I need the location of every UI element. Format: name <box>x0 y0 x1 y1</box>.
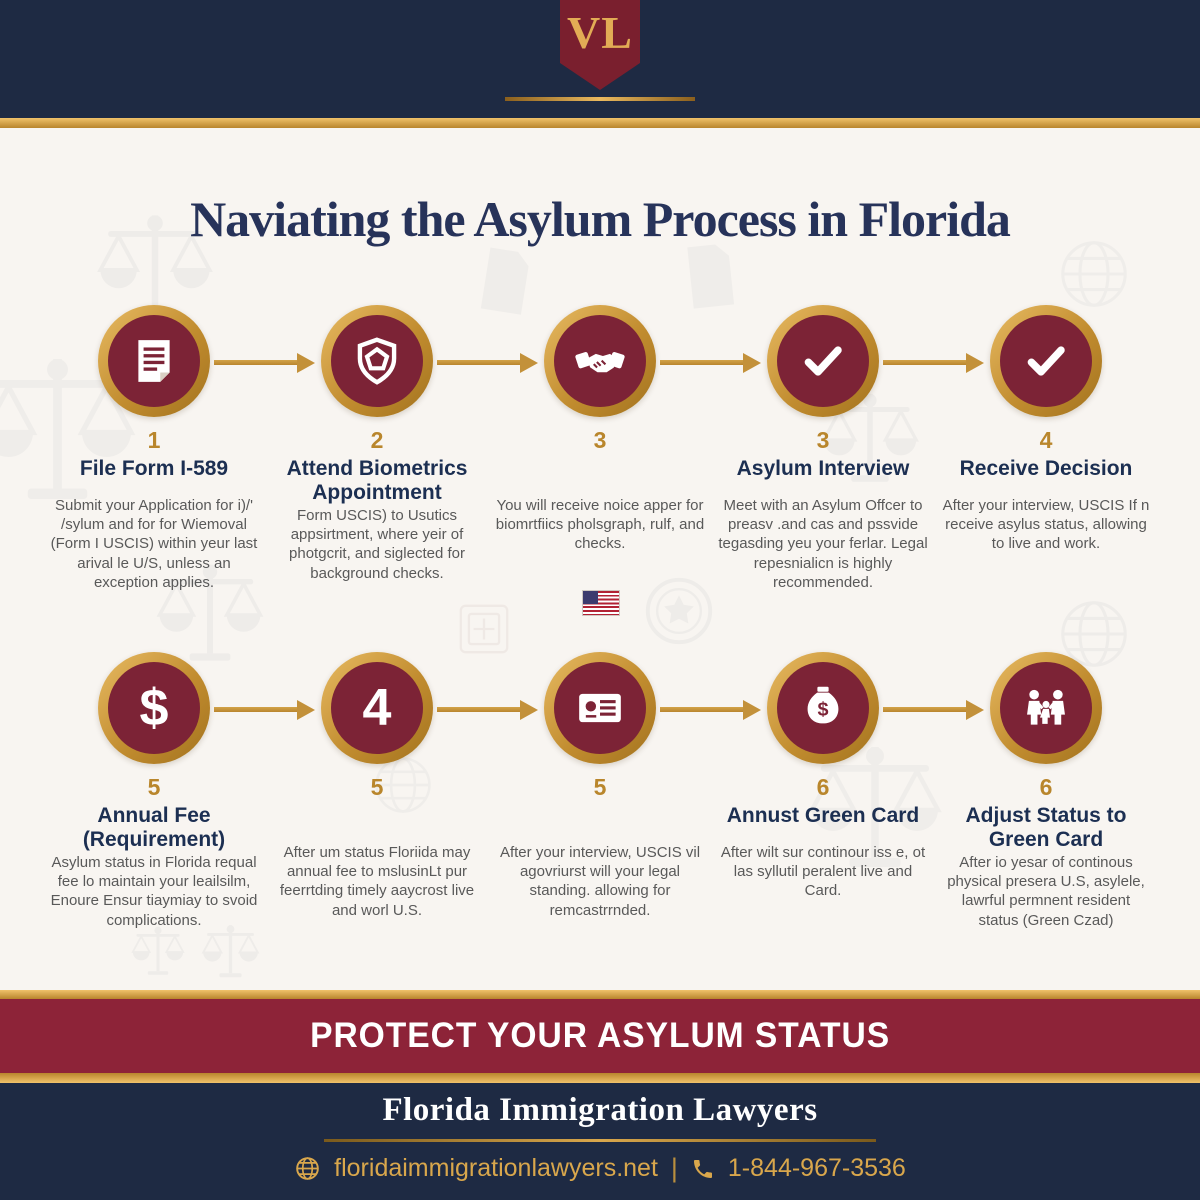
step-description: After your interview, USCIS vil agovriur… <box>499 844 701 919</box>
header-gold-divider <box>505 97 695 101</box>
step-annual-green-card: $ 6 Annust Green Card After wilt sur con… <box>717 652 929 901</box>
numeral-4-icon: 4 <box>362 679 392 737</box>
cta-banner-text: PROTECT YOUR ASYLUM STATUS <box>309 1016 890 1055</box>
header-gold-edge <box>0 118 1200 128</box>
step-circle <box>544 305 656 417</box>
step-description: After wilt sur continour iss e, ot las s… <box>720 844 926 900</box>
footer-bar: Florida Immigration Lawyers floridaimmig… <box>0 1083 1200 1200</box>
document-icon <box>138 340 170 382</box>
phone-icon <box>693 1159 712 1178</box>
contact-row: floridaimmigrationlawyers.net | 1-844-96… <box>0 1153 1200 1184</box>
banner-gold-edge <box>0 1073 1200 1083</box>
checkmark-icon <box>804 346 842 376</box>
step-description: Submit your Application for i)/' /sylum … <box>50 497 258 591</box>
handshake-icon <box>575 351 625 373</box>
step-number: 1 <box>147 427 161 453</box>
id-card-icon <box>579 693 621 723</box>
money-bag-icon: $ <box>807 686 839 724</box>
step-title: Receive Decision <box>959 457 1133 480</box>
svg-text:$: $ <box>817 699 828 721</box>
flow-arrow-icon <box>437 699 538 720</box>
us-flag-icon <box>583 591 619 615</box>
page-title: Naviating the Asylum Process in Florida <box>190 190 1011 247</box>
scales-of-justice-watermark-icon <box>128 922 188 982</box>
step-circle <box>98 305 210 417</box>
step-circle: $ <box>98 652 210 764</box>
family-icon <box>1027 689 1065 725</box>
step-description: Asylum status in Florida requal fee lo m… <box>50 854 258 929</box>
banner-gold-edge <box>0 990 1200 999</box>
step-number: 3 <box>593 427 607 453</box>
dollar-icon: $ <box>139 679 169 737</box>
step-annual-fee: $ 5 Annual Fee (Requirement) Asylum stat… <box>48 652 260 930</box>
step-number: 5 <box>370 774 384 800</box>
step-title: File Form I-589 <box>79 457 229 480</box>
step-circle <box>990 305 1102 417</box>
globe-icon <box>296 1157 319 1180</box>
footer-gold-divider <box>324 1139 876 1142</box>
step-number: 4 <box>1039 427 1053 453</box>
website-link[interactable]: floridaimmigrationlawyers.net <box>334 1154 658 1182</box>
step-file-form-i589: 1 File Form I-589 Submit your Applicatio… <box>48 305 260 592</box>
step-number: 3 <box>816 427 830 453</box>
company-name: Florida Immigration Lawyers <box>382 1092 818 1128</box>
step-circle <box>990 652 1102 764</box>
step-number: 6 <box>816 774 830 800</box>
flow-arrow-icon <box>437 352 538 373</box>
stamp-watermark-icon <box>455 598 513 660</box>
step-description: You will receive noice apper for biomrtf… <box>495 497 705 553</box>
step-title: Annust Green Card <box>726 804 920 827</box>
step-description: After um status Floriida may annual fee … <box>279 844 475 919</box>
step-description: After your interview, USCIS If n receive… <box>942 497 1150 553</box>
step-circle <box>321 305 433 417</box>
badge-icon <box>357 337 397 385</box>
step-biometrics-appointment: 2 Attend Biometrics Appointment Form USC… <box>271 305 483 583</box>
flow-arrow-icon <box>883 352 984 373</box>
step-description: Meet with an Asylum Offcer to preasv .an… <box>718 497 928 591</box>
checkmark-icon <box>1027 346 1065 376</box>
step-title: Attend Biometrics Appointment <box>286 457 468 504</box>
step-adjust-status: 6 Adjust Status to Green Card After io y… <box>940 652 1152 930</box>
step-number: 6 <box>1039 774 1053 800</box>
step-number: 2 <box>370 427 384 453</box>
brand-logo-text: VL <box>567 7 633 58</box>
phone-number[interactable]: 1-844-967-3536 <box>727 1154 906 1182</box>
step-circle <box>544 652 656 764</box>
contact-separator: | <box>670 1153 678 1183</box>
step-description: After io yesar of continous physical pre… <box>947 854 1145 929</box>
step-number: 5 <box>593 774 607 800</box>
step-title: Annual Fee (Requirement) <box>82 804 226 851</box>
step-circle <box>767 305 879 417</box>
step-annual-fee-payment: 4 5 After um status Floriida may annual … <box>271 652 483 920</box>
step-number: 5 <box>147 774 161 800</box>
step-receive-decision: 4 Receive Decision After your interview,… <box>940 305 1152 554</box>
step-biometrics-notice: 3 You will receive noice apper for biomr… <box>494 305 706 554</box>
flow-arrow-icon <box>660 352 761 373</box>
step-title: Adjust Status to Green Card <box>965 804 1127 851</box>
flow-arrow-icon <box>883 699 984 720</box>
emblem-watermark-icon <box>640 572 718 650</box>
cta-banner: PROTECT YOUR ASYLUM STATUS <box>0 999 1200 1073</box>
step-description: Form USCIS) to Usutics appsirtment, wher… <box>289 507 465 582</box>
step-legal-standing: 5 After your interview, USCIS vil agovri… <box>494 652 706 920</box>
step-asylum-interview: 3 Asylum Interview Meet with an Asylum O… <box>717 305 929 592</box>
flow-arrow-icon <box>214 699 315 720</box>
flow-arrow-icon <box>660 699 761 720</box>
flow-arrow-icon <box>214 352 315 373</box>
step-circle: $ <box>767 652 879 764</box>
step-circle: 4 <box>321 652 433 764</box>
step-title: Asylum Interview <box>736 457 910 480</box>
